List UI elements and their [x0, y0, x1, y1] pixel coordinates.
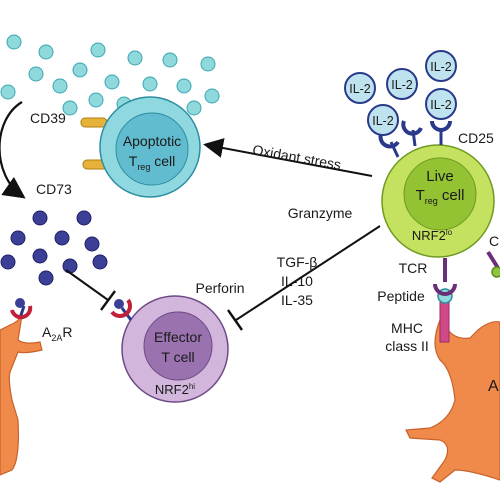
adenosine-dot [54, 230, 70, 246]
mhc-molecule [439, 301, 450, 343]
mhc-label-2: class II [385, 338, 429, 354]
apoptotic-label-2: Treg cell [129, 153, 175, 172]
atp-dot [38, 44, 54, 60]
effector-a2ar-receptor [110, 298, 133, 321]
cd39-label: CD39 [30, 110, 66, 126]
il2-molecules: IL-2 IL-2 IL-2 IL-2 IL-2 [344, 50, 457, 136]
cytokine-il35-label: IL-35 [281, 292, 313, 308]
adenosine-dot [32, 248, 48, 264]
atp-dot [176, 78, 192, 94]
live-label-1: Live [426, 168, 454, 185]
adenosine-dot [92, 254, 108, 270]
effector-t-cell: Effector T cell NRF2hi [121, 295, 229, 403]
right-dendritic-cell [405, 258, 500, 483]
conversion-arrow [0, 101, 26, 199]
tcr-cup [433, 283, 457, 296]
partial-c-label: C [489, 233, 499, 249]
cd73-label: CD73 [36, 181, 72, 197]
oxidant-stress-arrow [203, 138, 373, 177]
cytokine-tgf-label: TGF-β [277, 254, 318, 270]
atp-dot [6, 34, 22, 50]
left-dendritic-cell [0, 298, 43, 476]
cd39-enzyme [80, 117, 108, 128]
il2-molecule: IL-2 [367, 104, 399, 136]
adenosine-dot [62, 258, 78, 274]
svg-text:IL-2: IL-2 [372, 114, 394, 128]
live-label-2: Treg cell [416, 187, 465, 206]
atp-dot [162, 52, 178, 68]
il2-molecule: IL-2 [344, 72, 376, 104]
adenosine-dot [76, 210, 92, 226]
atp-dot [62, 100, 78, 116]
il2-molecule: IL-2 [425, 50, 457, 82]
il2-molecule: IL-2 [425, 88, 457, 120]
svg-text:IL-2: IL-2 [430, 98, 452, 112]
mhc-label-1: MHC [391, 320, 423, 336]
atp-dot [204, 88, 220, 104]
live-nrf2-label: NRF2lo [412, 228, 453, 243]
svg-text:IL-2: IL-2 [391, 78, 413, 92]
a2ar-label: A2AR [42, 324, 72, 343]
atp-dot [88, 92, 104, 108]
atp-dot [104, 74, 120, 90]
effector-nrf2-label: NRF2hi [155, 382, 195, 397]
adenosine-dot [32, 210, 48, 226]
il2-molecule: IL-2 [386, 68, 418, 100]
partial-a-label: A [488, 378, 499, 395]
apoptotic-label-1: Apoptotic [123, 133, 181, 149]
svg-text:IL-2: IL-2 [430, 60, 452, 74]
effector-label-1: Effector [154, 329, 202, 345]
tcr-label: TCR [399, 260, 428, 276]
svg-text:IL-2: IL-2 [349, 82, 371, 96]
cd25-label: CD25 [458, 130, 494, 146]
atp-dot [142, 76, 158, 92]
adenosine-dots [0, 210, 108, 286]
adenosine-dot [0, 254, 16, 270]
effector-label-2: T cell [161, 349, 194, 365]
atp-dot [90, 42, 106, 58]
partial-receptor-right [486, 250, 500, 278]
atp-dot [200, 56, 216, 72]
granzyme-label: Granzyme [288, 205, 353, 221]
atp-dot [127, 50, 143, 66]
atp-dot [72, 62, 88, 78]
adenosine-dot [38, 270, 54, 286]
atp-dot [52, 78, 68, 94]
live-treg-cell: Live Treg cell NRF2lo [381, 144, 495, 258]
adenosine-dot [84, 236, 100, 252]
inhibition-line-treg-effector [227, 225, 381, 331]
inhibition-line-adenosine [65, 269, 116, 311]
oxidant-stress-label: Oxidant stress [251, 141, 342, 172]
atp-dot [28, 66, 44, 82]
apoptotic-treg-cell: Apoptotic Treg cell [99, 96, 201, 198]
atp-dots [0, 34, 220, 116]
peptide-label: Peptide [377, 288, 425, 304]
perforin-label: Perforin [195, 280, 244, 296]
atp-dot [186, 100, 202, 116]
adenosine-dot [10, 230, 26, 246]
atp-dot [0, 84, 16, 100]
